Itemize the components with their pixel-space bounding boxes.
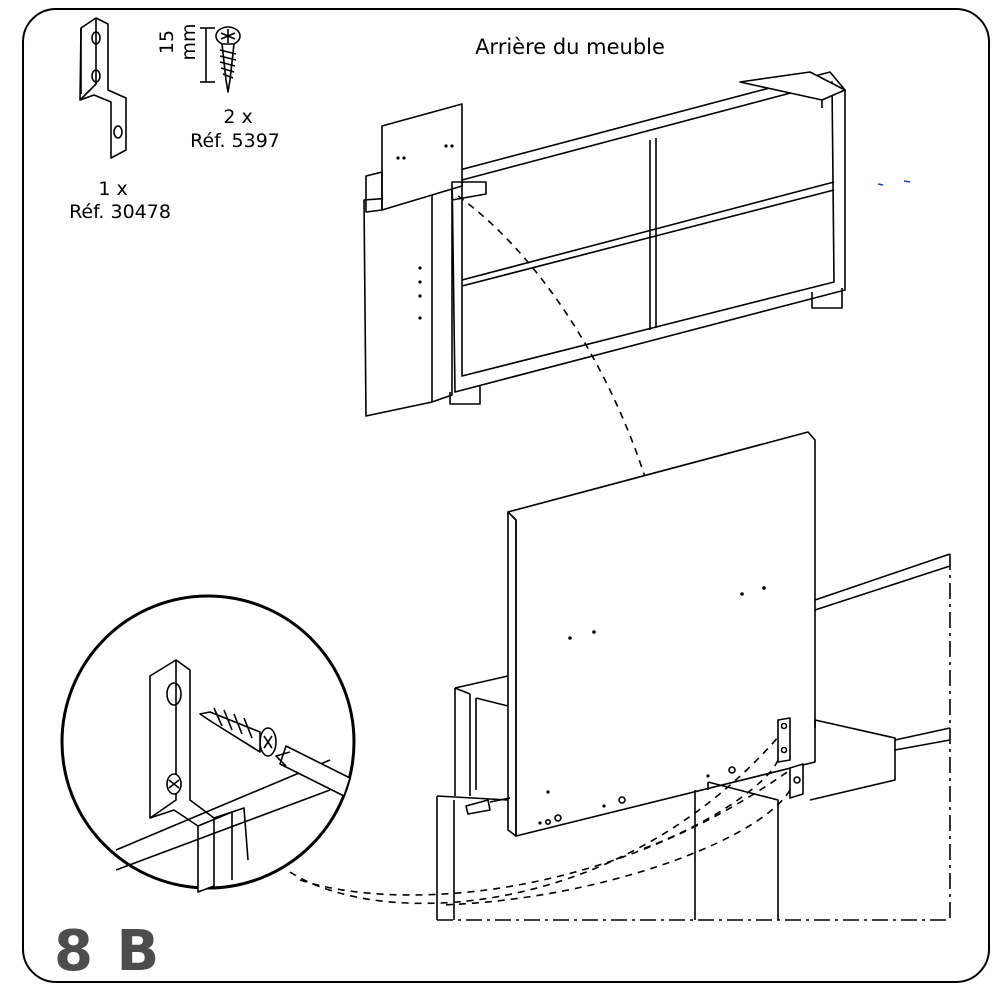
part2-reference: Réf. 5397 bbox=[190, 130, 280, 152]
part2-count: 2 x bbox=[223, 106, 253, 128]
cabinet-back-view bbox=[363, 71, 911, 417]
part1-reference: Réf. 30478 bbox=[69, 201, 171, 223]
panel-detail-view bbox=[289, 431, 951, 921]
diagram-title: Arrière du meuble bbox=[475, 35, 665, 59]
bracket-icon bbox=[79, 17, 127, 159]
step-label: 8 B bbox=[54, 919, 162, 984]
part1-count: 1 x bbox=[98, 178, 128, 200]
screw-length-label: 15 mm bbox=[156, 23, 200, 61]
page-frame bbox=[22, 8, 990, 983]
zoom-detail-circle bbox=[60, 594, 356, 893]
screw-icon bbox=[200, 26, 241, 93]
screwdriver-icon bbox=[275, 745, 351, 797]
